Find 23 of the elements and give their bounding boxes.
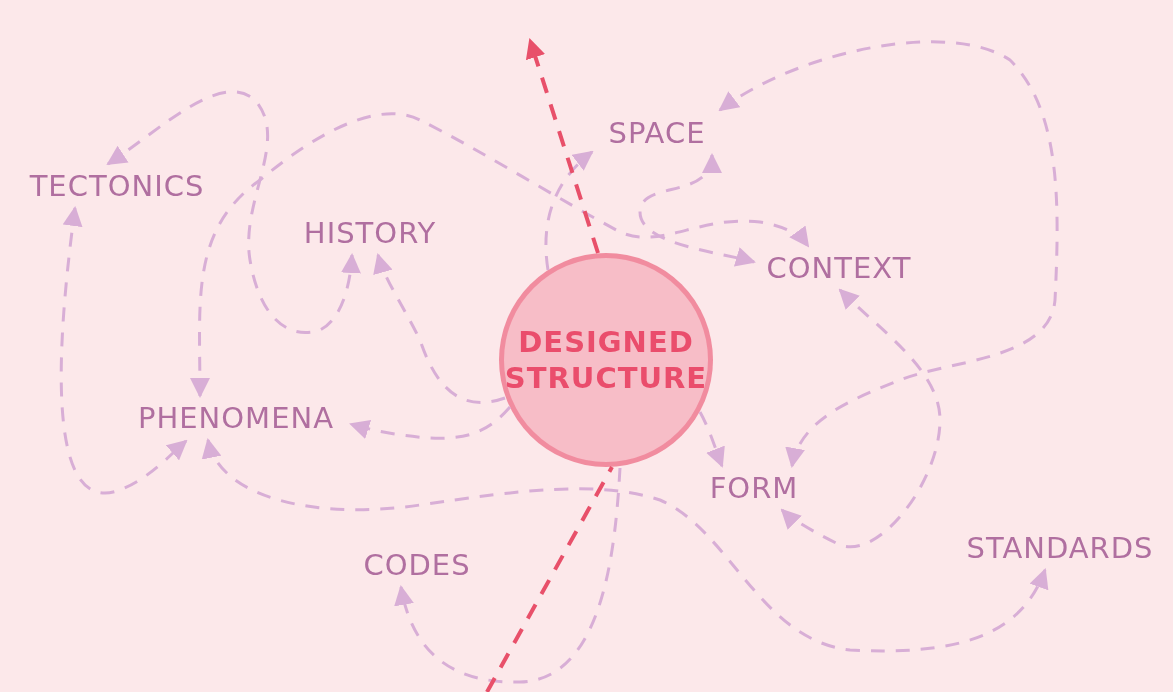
concept-label: STANDARDS bbox=[950, 528, 1170, 568]
dashed-arrow bbox=[373, 253, 506, 404]
dashed-arrow bbox=[59, 206, 188, 495]
concept-label: TECTONICS bbox=[14, 166, 220, 206]
concept-label: HISTORY bbox=[288, 213, 452, 253]
dashed-arrow bbox=[349, 406, 512, 440]
dashed-arrow bbox=[394, 467, 622, 684]
concept-label: CODES bbox=[354, 545, 480, 585]
dashed-arrow bbox=[204, 438, 1047, 653]
dashed-arrow bbox=[544, 150, 594, 271]
concept-label: FORM bbox=[703, 468, 805, 508]
dashed-arrow bbox=[106, 90, 361, 334]
dashed-arrow bbox=[525, 38, 600, 254]
concept-label: PHENOMENA bbox=[123, 398, 349, 438]
concept-label: SPACE bbox=[594, 113, 720, 153]
hub-circle: DESIGNED STRUCTURE bbox=[499, 253, 713, 467]
dashed-arrow bbox=[718, 40, 1059, 468]
dashed-line bbox=[485, 466, 614, 692]
dashed-arrow bbox=[698, 411, 725, 468]
dashed-arrow bbox=[638, 153, 756, 268]
concept-label: CONTEXT bbox=[756, 248, 922, 288]
dashed-arrow bbox=[780, 288, 942, 549]
dashed-arrow bbox=[189, 112, 810, 398]
